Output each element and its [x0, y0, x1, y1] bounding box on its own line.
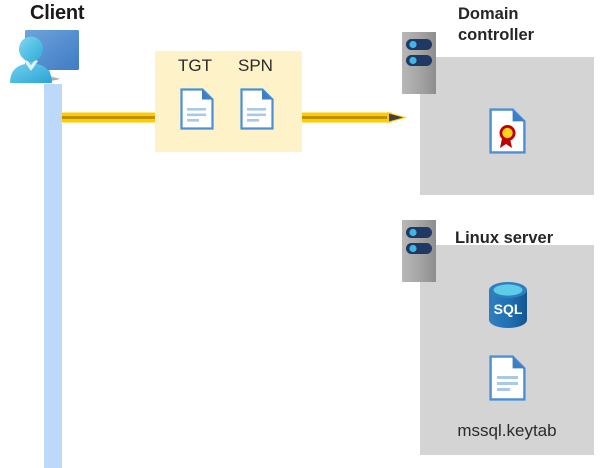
certificate-document-icon [489, 108, 526, 154]
sql-database-icon: SQL [487, 281, 529, 329]
message-label-spn: SPN [238, 56, 273, 75]
client-label: Client [30, 2, 85, 24]
server-rack-icon [402, 32, 436, 94]
document-icon [240, 88, 274, 130]
message-box [155, 51, 302, 152]
linux-server-title: Linux server [455, 229, 554, 247]
server-rack-icon [402, 220, 436, 282]
domain-controller-title: Domain controller [458, 5, 535, 44]
linux-server-panel [420, 245, 594, 455]
document-icon [489, 355, 526, 401]
svg-text:SQL: SQL [494, 301, 523, 317]
client-lifeline [44, 84, 62, 468]
keytab-file-label: mssql.keytab [457, 421, 557, 440]
user-monitor-icon [6, 27, 86, 89]
message-label-tgt: TGT [178, 56, 212, 75]
document-icon [180, 88, 214, 130]
